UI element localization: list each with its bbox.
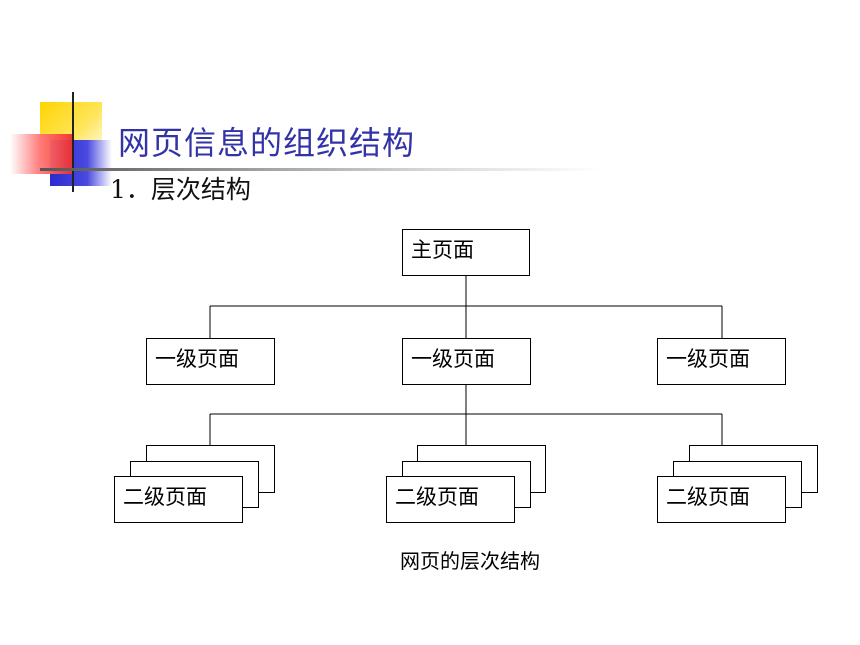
logo-red-square (10, 134, 74, 174)
slide-title: 网页信息的组织结构 (118, 124, 416, 162)
level1-node-left: 一级页面 (146, 338, 275, 385)
title-underline (40, 168, 600, 171)
level1-node-middle: 一级页面 (402, 338, 531, 385)
diagram-caption: 网页的层次结构 (400, 549, 540, 573)
level1-node-right: 一级页面 (657, 338, 786, 385)
level2-node-middle: 二级页面 (386, 476, 515, 523)
root-node: 主页面 (402, 229, 530, 276)
section-heading: 1．层次结构 (110, 175, 251, 204)
level2-node-right: 二级页面 (657, 476, 786, 523)
logo-vertical-line (72, 92, 74, 192)
level2-node-left: 二级页面 (114, 476, 243, 523)
